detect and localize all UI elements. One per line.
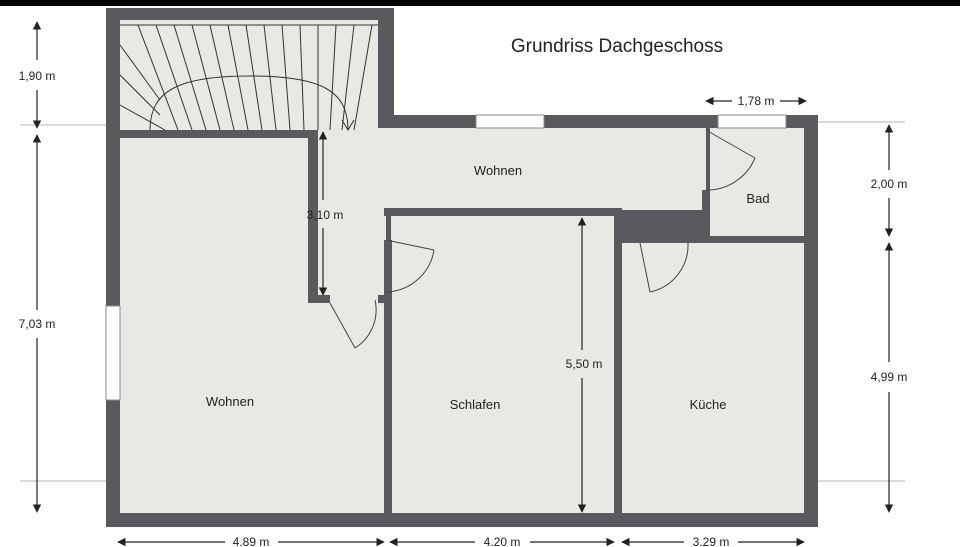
dim-label-bad-width: 1,78 m [738,94,775,108]
wall-schlafen-right [614,208,622,513]
dim-label-bottom-mid: 4.20 m [484,535,521,547]
wall-stair-bottom [120,130,318,138]
staircase [119,24,378,131]
dim-label-schlafen-height: 5,50 m [566,357,603,371]
windows [105,114,787,401]
room-label-kueche: Küche [690,397,727,412]
wall-bad-left [702,190,710,243]
floor-schlafen [391,215,614,513]
dim-label-bad-height: 2,00 m [871,177,908,191]
dim-label-corridor-height: 3,10 m [307,208,344,222]
stair-arrow-head [341,119,355,131]
dim-label-bottom-right: 3.29 m [693,535,730,547]
floor-corridor [318,128,386,300]
room-label-wohnen-main: Wohnen [206,394,254,409]
doors [329,129,756,349]
plan-title: Grundriss Dachgeschoss [511,36,723,57]
wall-kueche-top [614,236,636,243]
dim-label-kueche-height: 4,99 m [871,370,908,384]
room-label-bad: Bad [746,191,769,206]
window-left [105,305,121,401]
dimension-lines [32,21,894,547]
floor-bad [710,128,804,237]
wall-schlafen-left-stub [384,208,392,216]
wall-schlafen-left [384,240,392,513]
wall-corridor-bottom [308,295,330,303]
room-label-wohnen-upper: Wohnen [474,163,522,178]
top-border-bar [0,0,960,6]
wall-bad-bottom [688,236,808,243]
stair-walk-line [149,75,349,131]
window-bad [717,114,787,129]
wall-corridor-left [308,130,318,302]
wall-corridor-bottom-right [378,295,386,303]
floors [120,20,804,513]
floor-kueche [622,243,804,513]
dim-label-left-height: 7,03 m [19,317,56,331]
window-upper [475,114,545,129]
dim-label-stair-height: 1,90 m [19,69,56,83]
wall-schlafen-top [384,208,622,216]
dim-label-bottom-left: 4.89 m [233,535,270,547]
interior-walls [120,130,808,513]
room-label-schlafen: Schlafen [450,397,501,412]
